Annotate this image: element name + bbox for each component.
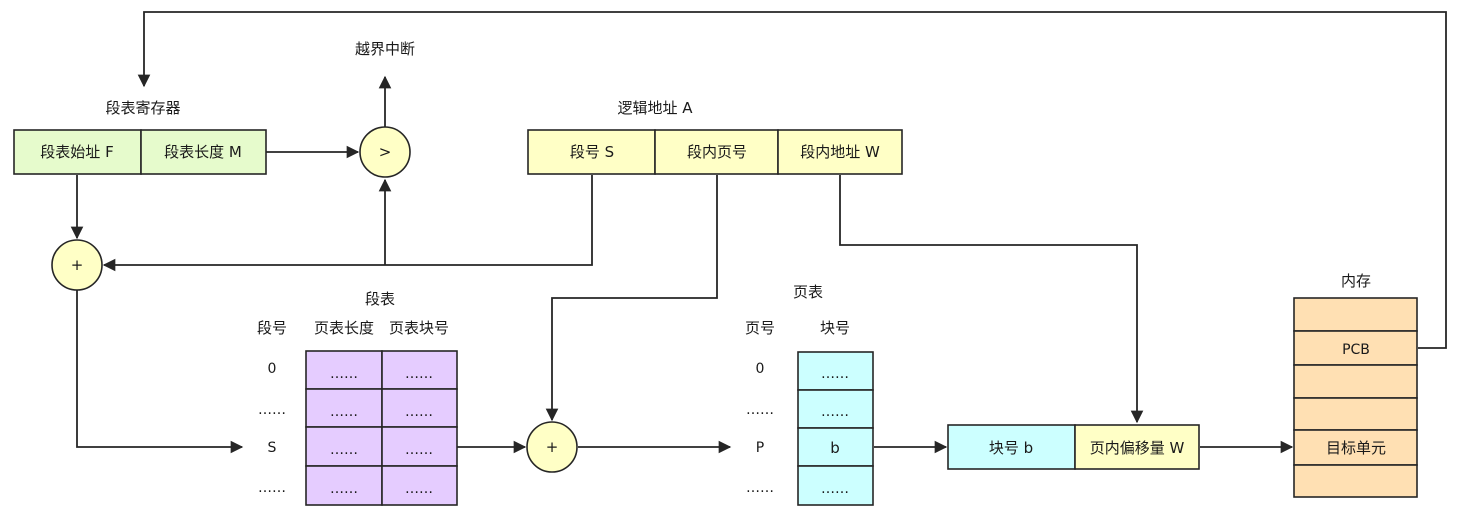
adder-circle-1 — [51, 239, 103, 291]
physical-offset-cell — [1074, 424, 1200, 470]
compare-symbol: > — [379, 143, 392, 161]
seg-table-row-block: …… — [405, 366, 433, 382]
seg-table-row-key: …… — [258, 480, 286, 496]
page-table-row-block: b — [830, 439, 840, 457]
pcb-feedback-wire — [137, 11, 1447, 349]
seg-table-row-key: 0 — [268, 361, 277, 377]
seg-table-cell — [381, 388, 458, 428]
seg-table-row-key: …… — [258, 402, 286, 418]
logical-address-label: 逻辑地址 A — [617, 99, 693, 117]
memory-label: 内存 — [1341, 272, 1371, 290]
seg-no-to-adder-wire — [102, 175, 593, 272]
seg-table: 段号 页表长度 页表块号 0 …… …… …… …… …… S …… …… ……… — [257, 319, 458, 506]
physical-address: 块号 b 页内偏移量 W — [947, 424, 1200, 470]
physical-block: 块号 b — [989, 439, 1033, 457]
seg-table-cell — [381, 465, 458, 506]
logical-offset-cell — [777, 129, 903, 175]
page-table-row-block: …… — [821, 404, 849, 420]
page-table-cell — [797, 351, 874, 391]
page-table-header-key: 页号 — [745, 319, 775, 337]
memory-target-unit: 目标单元 — [1326, 439, 1386, 457]
seg-table-cell — [305, 388, 383, 428]
offset-to-physical-wire — [839, 175, 1144, 424]
logical-seg-no-cell — [527, 129, 656, 175]
page-table-header-block: 块号 — [820, 319, 850, 337]
logical-page-no-cell — [654, 129, 779, 175]
adder-circle-2 — [526, 421, 578, 473]
compare-operator: > — [359, 126, 411, 178]
seg-register-length-cell — [140, 129, 267, 175]
page-table-label: 页表 — [793, 283, 823, 301]
logical-page-no: 段内页号 — [687, 143, 747, 161]
seg-register-length: 段表长度 M — [164, 143, 242, 161]
seg-table-header-length: 页表长度 — [314, 319, 374, 337]
page-table-row-key: …… — [746, 402, 774, 418]
adder-symbol-2: + — [546, 438, 559, 456]
page-table-cell — [797, 427, 874, 467]
adder-operator-1: + — [51, 239, 103, 291]
memory-pcb: PCB — [1342, 342, 1370, 358]
adder-to-seg-table-wire — [76, 290, 244, 454]
seg-table-header-key: 段号 — [257, 319, 287, 337]
seg-table-row-length: …… — [330, 366, 358, 382]
adder-symbol-1: + — [71, 256, 84, 274]
page-no-to-adder-wire — [545, 175, 718, 422]
page-table-row-block: …… — [821, 481, 849, 497]
memory-stack: PCB 目标单元 — [1293, 297, 1418, 498]
seg-table-label: 段表 — [365, 290, 395, 308]
memory-cell — [1293, 464, 1418, 498]
page-table-row-key: …… — [746, 480, 774, 496]
page-table-row-key: 0 — [756, 361, 765, 377]
memory-cell — [1293, 297, 1418, 332]
seg-table-row-block: …… — [405, 481, 433, 497]
seg-register: 段表始址 F 段表长度 M — [13, 129, 267, 175]
seg-table-row-length: …… — [330, 442, 358, 458]
physical-block-cell — [947, 424, 1076, 470]
page-table-cell — [797, 465, 874, 506]
page-table-cell — [797, 389, 874, 429]
page-table: 页号 块号 0 …… …… …… P b …… …… — [745, 319, 874, 506]
adder-operator-2: + — [526, 421, 578, 473]
memory-cell — [1293, 364, 1418, 399]
overflow-label: 越界中断 — [355, 40, 415, 58]
logical-offset: 段内地址 W — [800, 143, 880, 161]
seg-table-cell — [381, 426, 458, 467]
seg-table-cell — [305, 465, 383, 506]
seg-table-header-block: 页表块号 — [389, 319, 449, 337]
page-table-row-block: …… — [821, 366, 849, 382]
page-table-row-key: P — [756, 440, 764, 456]
compare-circle — [359, 126, 411, 178]
logical-seg-no: 段号 S — [570, 143, 614, 161]
seg-table-row-block: …… — [405, 404, 433, 420]
physical-offset: 页内偏移量 W — [1090, 439, 1185, 457]
seg-table-row-key: S — [268, 440, 277, 456]
logical-address: 段号 S 段内页号 段内地址 W — [527, 129, 903, 175]
memory-cell — [1293, 397, 1418, 431]
seg-register-label: 段表寄存器 — [105, 99, 180, 117]
seg-table-row-block: …… — [405, 442, 433, 458]
seg-table-row-length: …… — [330, 481, 358, 497]
seg-register-start: 段表始址 F — [40, 143, 113, 161]
seg-table-row-length: …… — [330, 404, 358, 420]
